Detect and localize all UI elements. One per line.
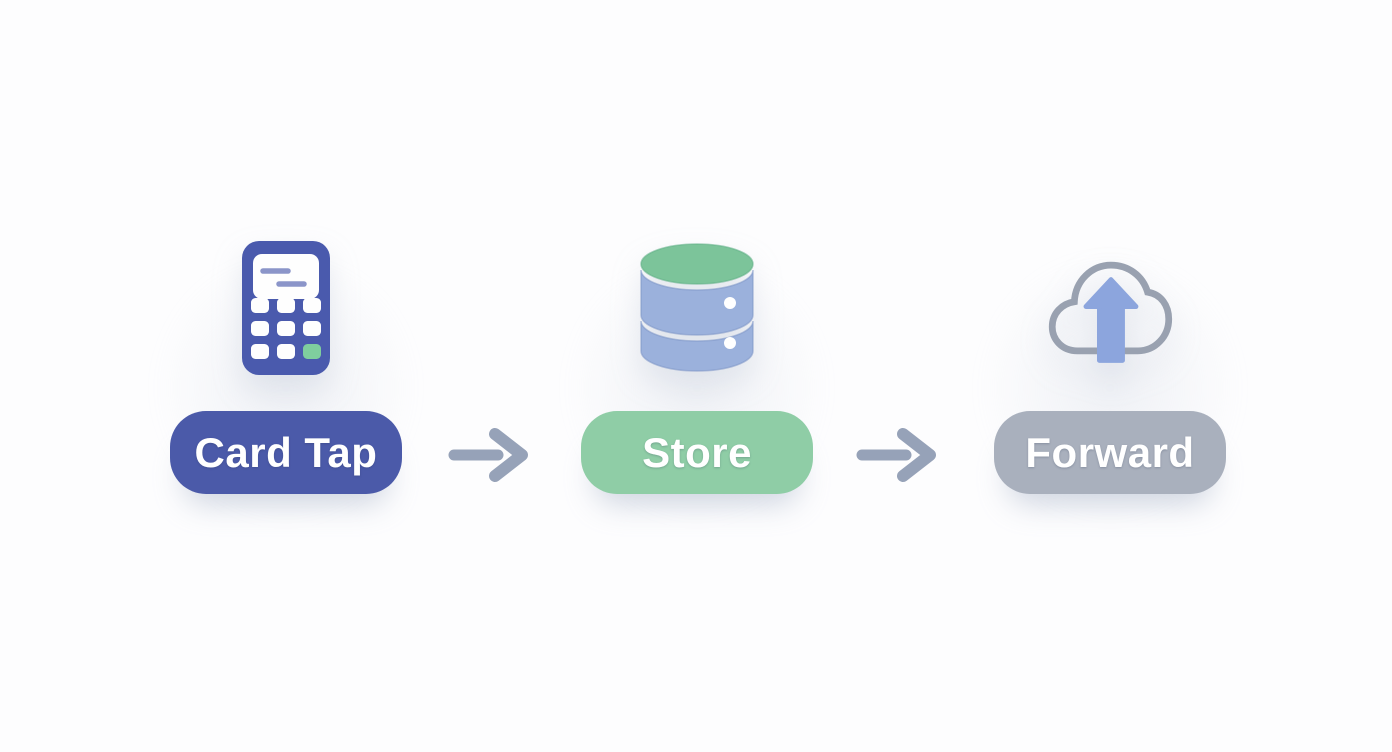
step-label-card-tap: Card Tap	[194, 428, 378, 476]
step-label-store: Store	[642, 428, 752, 476]
payment-terminal-icon	[242, 241, 330, 375]
flow-step-store: Store	[521, 208, 873, 568]
step-pill-store: Store	[581, 411, 813, 494]
step-pill-card-tap: Card Tap	[170, 411, 402, 494]
flow-step-card-tap: Card Tap	[110, 208, 462, 568]
database-icon	[640, 243, 754, 372]
cloud-upload-icon	[1048, 261, 1173, 363]
store-icon-wrap	[640, 238, 754, 378]
step-pill-forward: Forward	[994, 411, 1226, 494]
step-label-forward: Forward	[1025, 428, 1195, 476]
forward-icon-wrap	[1042, 238, 1178, 378]
flow-step-forward: Forward	[934, 208, 1286, 568]
card-tap-icon-wrap	[242, 238, 330, 378]
arrow-right-icon	[856, 428, 936, 482]
arrow-right-icon	[448, 428, 528, 482]
